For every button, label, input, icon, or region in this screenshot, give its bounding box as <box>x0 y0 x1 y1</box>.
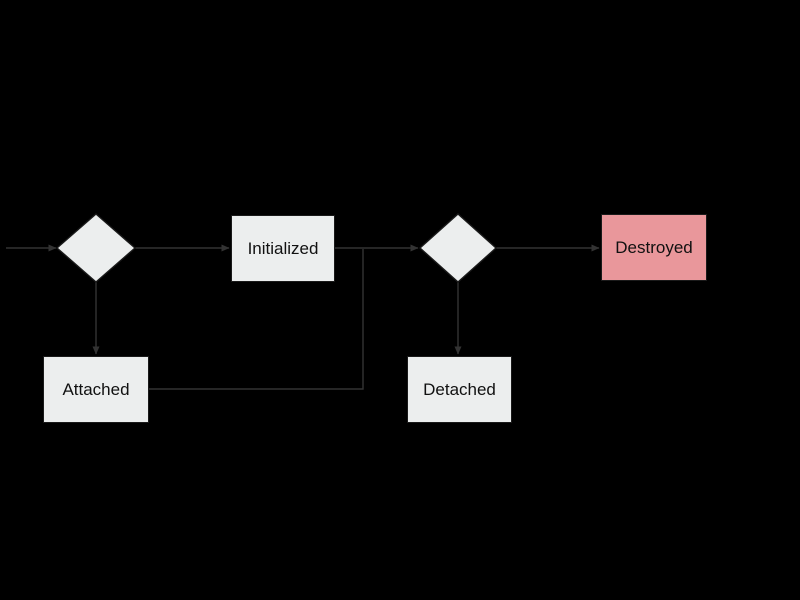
node-destroyed: Destroyed <box>601 214 707 281</box>
edge-attached-to-decision2 <box>149 249 364 390</box>
node-attached: Attached <box>43 356 149 423</box>
node-detached-label: Detached <box>423 379 496 399</box>
node-destroyed-label: Destroyed <box>615 237 693 257</box>
decision-diamond-2 <box>418 213 498 283</box>
node-initialized: Initialized <box>231 215 335 282</box>
decision-diamond-1 <box>55 213 137 283</box>
node-initialized-label: Initialized <box>247 238 319 258</box>
node-detached: Detached <box>407 356 512 423</box>
node-attached-label: Attached <box>62 379 130 399</box>
